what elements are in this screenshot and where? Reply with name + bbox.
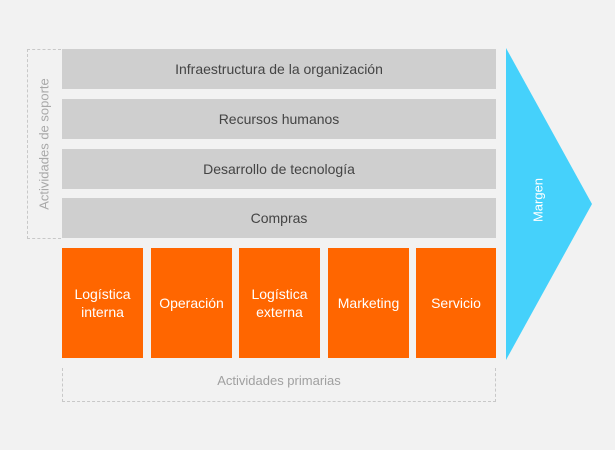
primary-box-inbound-logistics: Logística interna — [62, 248, 143, 358]
primary-box-outbound-logistics: Logística externa — [239, 248, 320, 358]
margin-label: Margen — [530, 177, 546, 223]
support-bar-infrastructure: Infraestructura de la organización — [62, 49, 496, 89]
primary-box-marketing: Marketing — [328, 248, 409, 358]
support-activities-bracket — [27, 49, 61, 239]
primary-activities-label: Actividades primarias — [217, 373, 341, 388]
margin-arrow — [506, 48, 592, 360]
support-activities-label: Actividades de soporte — [36, 78, 52, 210]
primary-box-service: Servicio — [416, 248, 496, 358]
support-bar-procurement: Compras — [62, 198, 496, 238]
support-bar-human-resources: Recursos humanos — [62, 99, 496, 139]
support-bar-technology-development: Desarrollo de tecnología — [62, 149, 496, 189]
margin-arrow-shape — [506, 48, 592, 360]
primary-box-operations: Operación — [151, 248, 232, 358]
primary-activities-bracket — [62, 368, 496, 402]
